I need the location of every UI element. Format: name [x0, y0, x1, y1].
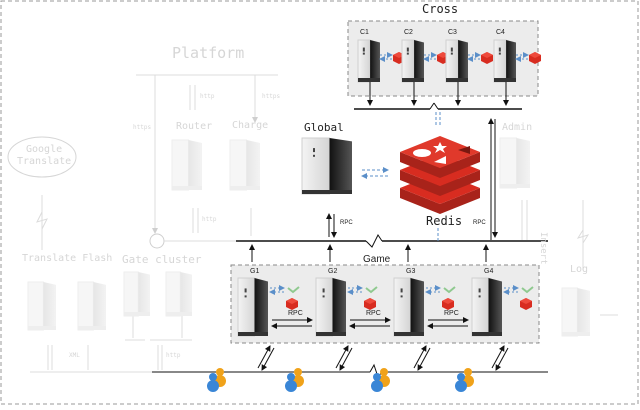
cross-label: Cross — [422, 2, 459, 16]
g2-g3-rpc-label: RPC — [366, 310, 381, 317]
server-icon — [165, 271, 192, 317]
server-icon — [237, 277, 268, 337]
cross-server-label-c2: C2 — [404, 29, 413, 36]
user-group-icon — [207, 368, 226, 392]
server-icon — [171, 139, 202, 191]
server-icon — [401, 39, 424, 83]
users — [207, 368, 474, 392]
server-icon — [77, 281, 106, 331]
server-icon — [315, 277, 346, 337]
cross-server-label-c4: C4 — [496, 29, 505, 36]
server-icon — [301, 137, 352, 195]
router-gate-http-label: http — [202, 216, 217, 223]
cross-bus — [354, 102, 522, 110]
redis-label: Redis — [426, 214, 463, 228]
google-translate-line2: Translate — [17, 156, 72, 167]
redis-mini-icon — [286, 298, 298, 310]
game-server-label-g2: G2 — [328, 268, 338, 275]
insert-label: Insert — [538, 232, 548, 265]
global-label: Global — [304, 121, 344, 134]
translate-flash-label: Translate Flash — [22, 253, 113, 264]
log-label: Log — [570, 264, 589, 275]
user-group-icon — [285, 368, 304, 392]
admin-rpc-label: RPC — [473, 220, 486, 226]
platform-region — [7, 74, 618, 373]
game-server-label-g1: G1 — [250, 268, 260, 275]
charge-https-label: https — [262, 93, 281, 100]
redis-mini-icon — [529, 52, 541, 64]
global-server — [301, 137, 352, 195]
server-icon — [393, 277, 424, 337]
admin-label: Admin — [502, 122, 533, 133]
game-server-label-g4: G4 — [484, 268, 494, 275]
redis-logo — [400, 136, 480, 214]
server-icon — [445, 39, 468, 83]
global-rpc-label: RPC — [340, 220, 353, 226]
g3-g4-rpc-label: RPC — [444, 310, 459, 317]
google-translate-line1: Google — [26, 144, 63, 155]
gate-http-label: http — [166, 352, 181, 359]
server-icon — [499, 137, 530, 189]
redis-mini-icon — [481, 52, 493, 64]
charge-label: Charge — [232, 120, 269, 131]
game-label: Game — [363, 254, 391, 265]
server-icon — [229, 139, 260, 191]
platform-https-label: https — [133, 124, 152, 131]
flash-xml-label: XML — [69, 352, 80, 359]
global-rpc-arrows — [326, 118, 498, 240]
server-icon — [471, 277, 502, 337]
server-icon — [27, 281, 56, 331]
router-http-label: http — [200, 93, 215, 100]
cross-server-label-c1: C1 — [360, 29, 369, 36]
gate-cluster-label: Gate cluster — [122, 253, 202, 266]
game-server-label-g3: G3 — [406, 268, 416, 275]
server-icon — [123, 271, 150, 317]
game-bus — [236, 234, 548, 248]
server-icon — [493, 39, 516, 83]
redis-mini-icon — [364, 298, 376, 310]
user-group-icon — [371, 368, 390, 392]
faded-servers — [27, 137, 590, 337]
redis-mini-icon — [442, 298, 454, 310]
router-label: Router — [176, 121, 213, 132]
game-servers — [237, 244, 534, 371]
redis-links — [361, 112, 441, 241]
server-icon — [561, 287, 590, 337]
cross-servers — [357, 39, 541, 106]
cross-server-label-c3: C3 — [448, 29, 457, 36]
g1-g2-rpc-label: RPC — [288, 310, 303, 317]
redis-mini-icon — [520, 298, 532, 310]
user-group-icon — [455, 368, 474, 392]
server-icon — [357, 39, 380, 83]
platform-label: Platform — [172, 44, 245, 62]
